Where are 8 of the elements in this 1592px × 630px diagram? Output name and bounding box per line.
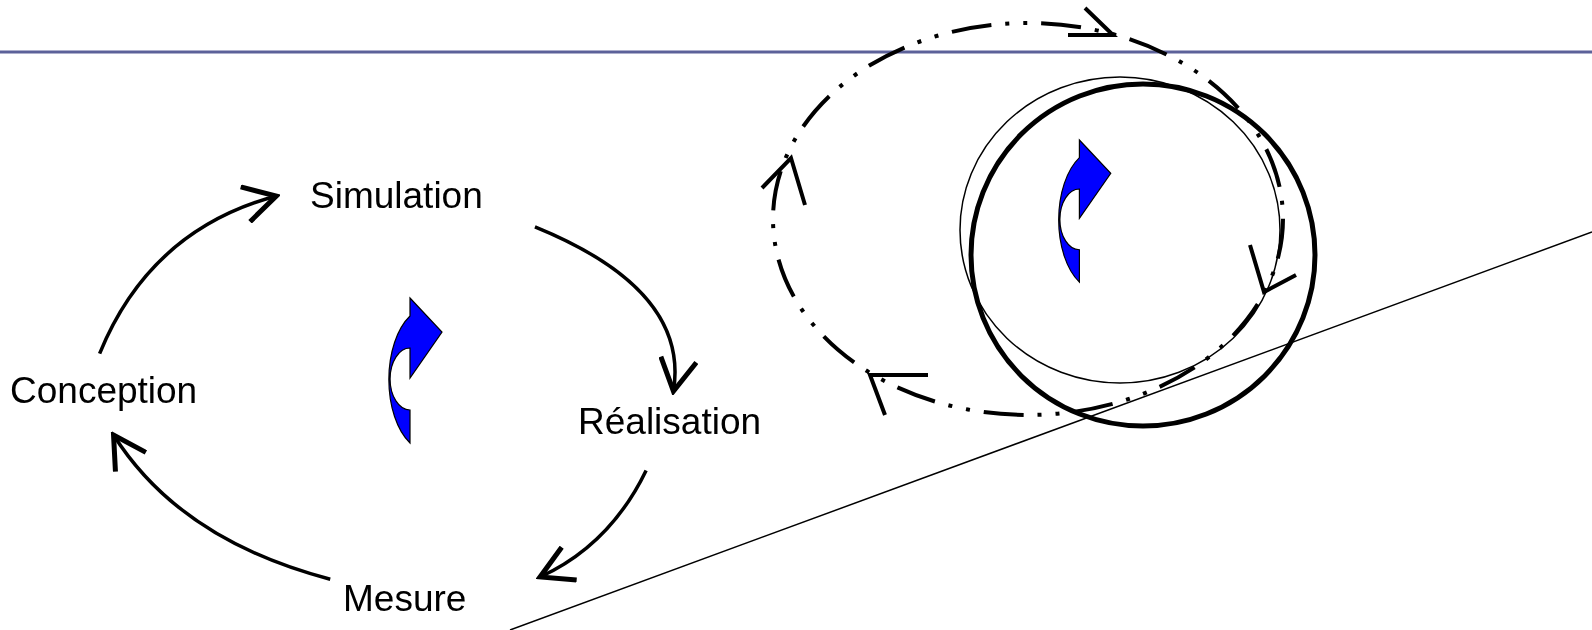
stage-label: Réalisation <box>572 400 768 444</box>
cycle-arrow <box>111 432 331 581</box>
stage-label: Conception <box>4 369 204 413</box>
stage-label: Mesure <box>337 577 473 621</box>
cycle-arrow <box>534 225 697 394</box>
cycle-arrow <box>98 185 279 355</box>
stage-label: Simulation <box>304 174 489 218</box>
cycle-arrow <box>537 469 648 582</box>
